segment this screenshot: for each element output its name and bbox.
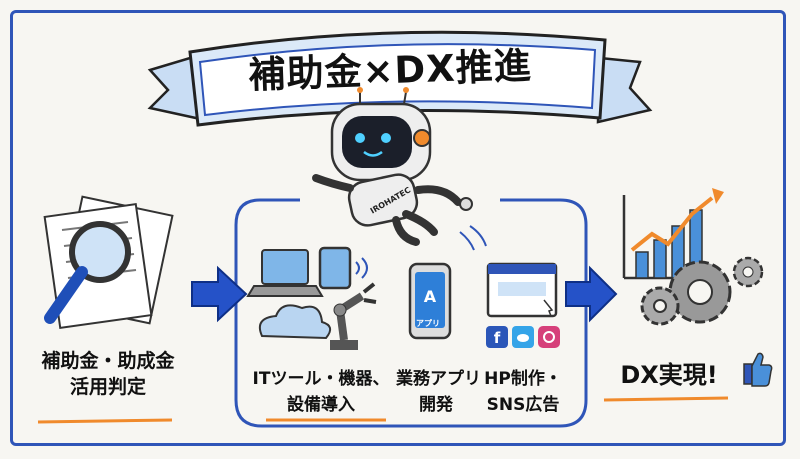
step2b-line2: 開発: [419, 395, 453, 415]
thumbs-up-icon: [743, 352, 773, 387]
magnifier-icon: [43, 195, 174, 329]
underline-step3: [603, 396, 729, 402]
group-bracket: [234, 198, 588, 428]
robot-mascot: [312, 87, 487, 251]
step2c-label: HP制作・ SNS広告: [478, 366, 568, 418]
step2a-label: ITツール・機器、 設備導入: [246, 366, 396, 418]
twitter-icon: [512, 326, 534, 348]
facebook-icon: f: [486, 326, 508, 348]
laptop-icon: [246, 249, 324, 297]
step2b-line1: 業務アプリ: [396, 369, 481, 389]
instagram-icon: [538, 326, 560, 348]
step2b-label: 業務アプリ 開発: [396, 366, 481, 418]
outer-frame: [10, 10, 786, 446]
arrow-right-1: [191, 265, 248, 323]
arrow-right-2: [565, 265, 618, 323]
robot-arm-icon: [330, 282, 377, 350]
step2a-line2: 設備導入: [287, 395, 355, 415]
svg-text:A: A: [424, 287, 437, 306]
step2a-line1: ITツール・機器、: [252, 369, 390, 389]
step1-line2: 活用判定: [69, 376, 146, 398]
underline-step1: [37, 418, 173, 424]
step2c-line1: HP制作・: [484, 369, 562, 389]
svg-text:f: f: [494, 329, 501, 347]
step1-line1: 補助金・助成金: [41, 350, 175, 372]
title-ribbon: [147, 30, 653, 127]
step2c-line2: SNS広告: [486, 395, 560, 415]
app-label: アプリ: [416, 319, 440, 328]
gear-icon: [640, 256, 764, 326]
step3-label: DX実現!: [620, 361, 718, 389]
browser-icon: [486, 262, 558, 318]
cloud-icon: [258, 304, 332, 340]
tablet-icon: [318, 246, 368, 290]
smartphone-icon: A: [408, 262, 452, 340]
step1-label: 補助金・助成金 活用判定: [28, 348, 188, 400]
